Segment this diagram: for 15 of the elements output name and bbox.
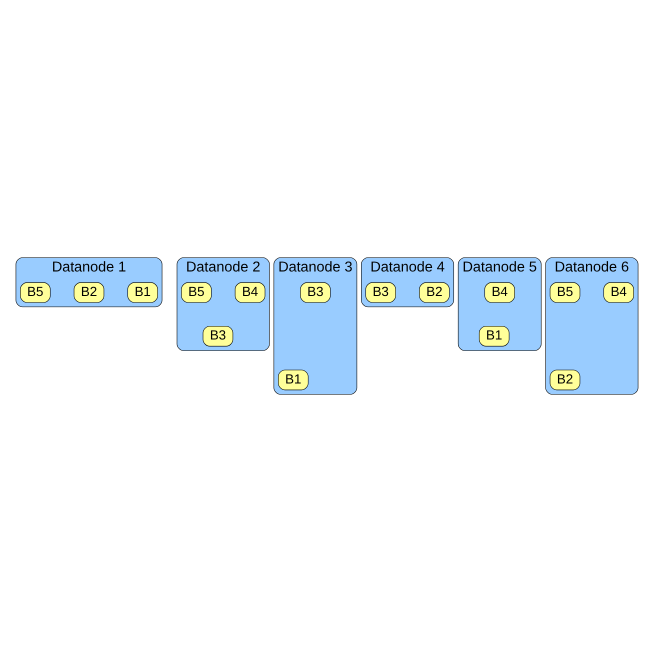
node-box: B4: [484, 282, 515, 303]
node-box: B4: [603, 282, 634, 303]
node-box: B5: [550, 282, 580, 303]
node-box: B5: [181, 282, 212, 303]
node-box: B4: [234, 282, 266, 303]
node-box: B3: [300, 282, 331, 303]
node-box: B1: [127, 282, 158, 303]
node-box: B2: [550, 370, 580, 390]
node-box: B2: [74, 282, 104, 303]
node-box: B3: [365, 282, 396, 303]
node-box: B5: [20, 282, 51, 303]
node-box: B1: [278, 370, 308, 390]
node-box: B3: [202, 326, 234, 346]
node-box: B2: [419, 282, 450, 303]
node-box: B1: [478, 326, 510, 346]
